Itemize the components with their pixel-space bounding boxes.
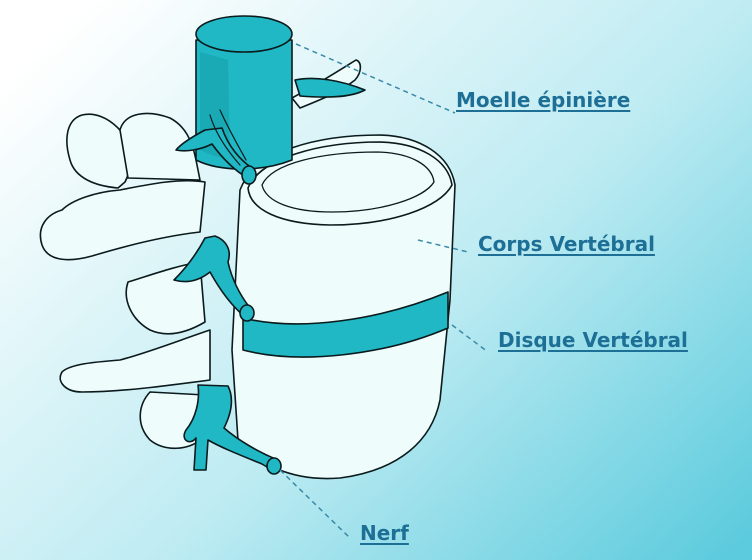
vertebral-disc xyxy=(242,291,449,358)
label-vertebral-body: Corps Vertébral xyxy=(478,232,655,256)
middle-nerve-end xyxy=(239,304,255,322)
leader-spinal-cord xyxy=(295,43,456,114)
label-vertebral-disc: Disque Vertébral xyxy=(498,328,688,352)
leader-nerve xyxy=(279,469,351,539)
middle-nerve-root xyxy=(173,235,251,317)
upper-nerve-end xyxy=(241,165,257,185)
lower-nerve-root xyxy=(183,384,279,471)
leader-vertebral-disc xyxy=(451,324,489,353)
lower-posterior-process xyxy=(59,329,211,393)
upper-root-branch xyxy=(294,77,366,98)
upper-posterior-process xyxy=(39,179,206,261)
lower-nerve-end xyxy=(266,457,282,475)
spinal-cord-top xyxy=(195,15,293,53)
label-nerve: Nerf xyxy=(360,521,409,545)
label-spinal-cord: Moelle épinière xyxy=(456,88,631,112)
upper-nerve-fibre xyxy=(209,109,247,166)
upper-nerve-root xyxy=(175,127,253,179)
superior-endplate-inner xyxy=(261,151,435,213)
